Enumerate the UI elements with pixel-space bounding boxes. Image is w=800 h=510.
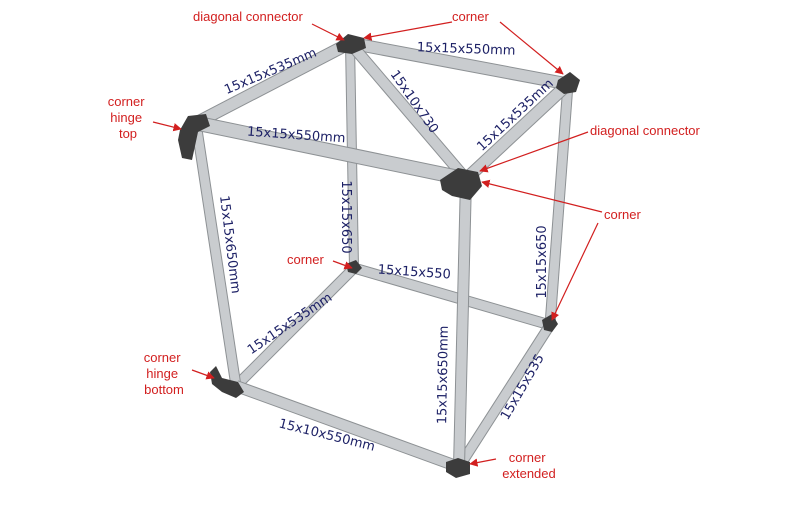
callout-corner-top: corner bbox=[452, 9, 490, 24]
dim-top-front-bar: 15x15x550mm bbox=[247, 125, 346, 147]
callout-corner-hinge-top-line1: corner bbox=[108, 94, 146, 109]
callout-diagonal-connector-right: diagonal connector bbox=[590, 123, 701, 138]
bar-top-front bbox=[194, 116, 468, 186]
connector-diagonal-front bbox=[440, 168, 482, 200]
bar-top-left bbox=[193, 38, 353, 128]
arrow-diagonal-connector-right bbox=[479, 131, 589, 173]
frame-tubes bbox=[190, 36, 574, 473]
callout-corner-hinge-top-line2: hinge bbox=[110, 110, 142, 125]
dim-top-right-bar: 15x15x535mm bbox=[474, 76, 556, 154]
dim-back-left-post: 15x15x650 bbox=[338, 180, 353, 253]
bar-front-right-post bbox=[454, 178, 471, 468]
connector-corner-top-right bbox=[556, 72, 580, 94]
dim-right-back-post: 15x15x650 bbox=[535, 225, 550, 298]
bar-bottom-left bbox=[232, 264, 358, 390]
arrow-corner-right-b bbox=[551, 222, 599, 321]
bar-top-diagonal bbox=[346, 39, 470, 183]
bar-left-front-post bbox=[191, 122, 241, 387]
arrow-corner-hinge-top bbox=[152, 121, 182, 132]
callout-corner-extended-line2: extended bbox=[502, 466, 556, 481]
callout-corner-hinge-top-line3: top bbox=[119, 126, 137, 141]
arrow-corner-right-a bbox=[481, 179, 603, 213]
callout-labels: diagonal connector corner corner hinge t… bbox=[108, 9, 701, 481]
callout-corner-hinge-bottom: corner hinge bottom bbox=[144, 350, 184, 397]
bar-right-back-post bbox=[545, 83, 573, 326]
dim-bottom-back-bar: 15x15x550 bbox=[377, 262, 451, 282]
connector-hinge-top bbox=[178, 114, 210, 160]
callout-corner-extended: corner extended bbox=[502, 450, 556, 481]
bar-bottom-front bbox=[234, 381, 461, 472]
callout-diagonal-connector-top: diagonal connector bbox=[193, 9, 304, 24]
bar-bottom-right bbox=[455, 322, 554, 470]
dim-bottom-left-bar: 15x15x535mm bbox=[245, 290, 335, 358]
dim-top-back-bar: 15x15x550mm bbox=[417, 40, 516, 58]
bar-top-right bbox=[462, 79, 572, 184]
connector-corner-extended bbox=[446, 458, 470, 478]
callout-corner-hinge-top: corner hinge top bbox=[108, 94, 148, 141]
callout-arrows bbox=[152, 21, 603, 467]
callout-corner-back: corner bbox=[287, 252, 325, 267]
callout-corner-hinge-bottom-line1: corner bbox=[144, 350, 182, 365]
bar-bottom-back bbox=[352, 263, 552, 330]
callout-corner-hinge-bottom-line3: bottom bbox=[144, 382, 184, 397]
arrow-corner-top-left bbox=[363, 21, 453, 41]
arrow-corner-extended bbox=[469, 458, 497, 467]
arrow-corner-back bbox=[332, 260, 353, 270]
arrow-diagonal-connector-top bbox=[311, 23, 345, 41]
bar-top-back bbox=[348, 37, 570, 90]
callout-corner-extended-line1: corner bbox=[509, 450, 547, 465]
dim-front-right-post: 15x15x650mm bbox=[435, 326, 452, 425]
callout-corner-hinge-bottom-line2: hinge bbox=[146, 366, 178, 381]
arrow-corner-top-right bbox=[499, 21, 564, 75]
connector-hinge-bottom bbox=[210, 366, 244, 398]
arrow-corner-hinge-bottom bbox=[191, 369, 215, 380]
callout-corner-right: corner bbox=[604, 207, 642, 222]
